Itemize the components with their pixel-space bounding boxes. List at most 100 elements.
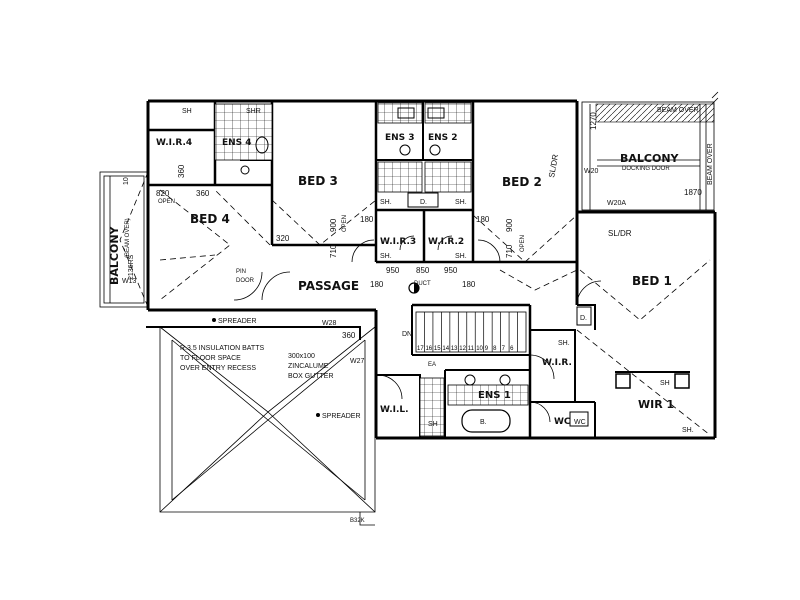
wc-pan-label: WC — [574, 419, 586, 426]
room-bed-3: BED 3 — [298, 174, 338, 188]
balcony-sub-label: (BEAM OVER) — [125, 218, 131, 258]
open-label-1: OPEN — [158, 199, 175, 205]
annotations: BEAM OVER BEAM OVER DOCKING DOOR SL/DR S… — [122, 107, 714, 524]
beam-over-label: BEAM OVER — [657, 107, 699, 114]
stair-step-number: 7 — [502, 346, 506, 352]
dim-180-d: 180 — [462, 280, 476, 289]
spreader-label-2: SPREADER — [322, 413, 361, 420]
sl-dr-label-2: SL/DR — [608, 229, 632, 238]
door-swings — [233, 235, 602, 423]
gutter-note-3: BOX GUTTER — [288, 373, 334, 380]
docking-door-label: DOCKING DOOR — [622, 166, 670, 172]
window-w13-label: W13 — [122, 278, 137, 285]
stair-step-number: 12 — [459, 346, 466, 352]
window-w28-label: W28 — [322, 320, 337, 327]
room-labels: BED 1 BED 2 BED 3 BED 4 PASSAGE BALCONY … — [108, 133, 680, 427]
room-bed-2: BED 2 — [502, 175, 542, 189]
stair-step-number: 16 — [425, 346, 432, 352]
room-wil: W.I.L. — [380, 405, 409, 415]
gutter-note-1: 300x100 — [288, 353, 315, 360]
room-wir-1: WIR 1 — [638, 398, 674, 411]
dim-850: 850 — [416, 266, 430, 275]
bath-label: B. — [480, 419, 487, 426]
dim-10: 10 — [123, 177, 130, 185]
dimensions: 820 360 360 360 320 710 900 710 900 180 … — [123, 112, 702, 340]
entry-roof — [159, 318, 376, 526]
shower-label-9: SH. — [455, 253, 467, 260]
room-ens-3: ENS 3 — [385, 133, 415, 143]
stair-step-number: 15 — [434, 346, 441, 352]
shower-label-5: SH. — [558, 340, 570, 347]
pin-door-label-2: DOOR — [236, 278, 255, 284]
stair-step-number: 17 — [417, 346, 424, 352]
stair-step-number: 13 — [451, 346, 458, 352]
pin-door-label: PIN — [236, 269, 246, 275]
room-wir-4: W.I.R.4 — [156, 138, 192, 148]
stair-step-number: 8 — [493, 346, 497, 352]
dim-180-b: 180 — [476, 215, 490, 224]
shower-label-6: SH. — [682, 427, 694, 434]
tiled-areas — [214, 102, 529, 437]
roof-lines — [159, 189, 711, 436]
spreader-label-1: SPREADER — [218, 318, 257, 325]
room-balcony-left: BALCONY — [108, 225, 121, 285]
shr-label: SHR — [246, 108, 261, 115]
shower-label-1: SH — [182, 108, 192, 115]
window-2136rs-label: 2136RS — [128, 254, 135, 280]
room-bed-4: BED 4 — [190, 212, 230, 226]
dim-820: 820 — [156, 189, 170, 198]
room-bed-1: BED 1 — [632, 274, 672, 288]
stair-step-number: 11 — [468, 346, 475, 352]
open-label-2: OPEN — [342, 215, 348, 232]
dim-1270: 1270 — [589, 112, 598, 130]
room-ens-4: ENS 4 — [222, 138, 252, 148]
duct-label: DUCT — [414, 281, 431, 287]
room-passage: PASSAGE — [298, 279, 359, 293]
room-wir-3: W.I.R.3 — [380, 237, 416, 247]
dim-1870: 1870 — [684, 188, 702, 197]
room-ens-1: ENS 1 — [478, 390, 511, 401]
fixtures — [240, 107, 592, 433]
window-w20-label: W20 — [584, 168, 599, 175]
gutter-note-2: ZINCALUME — [288, 363, 329, 370]
stair-step-number: 9 — [485, 346, 489, 352]
room-wir-2: W.I.R.2 — [428, 237, 464, 247]
shower-label-4: SH — [660, 380, 670, 387]
duct-cupboard-label: D. — [420, 199, 427, 206]
window-w20a-label: W20A — [607, 200, 626, 207]
insulation-note-3: OVER ENTRY RECESS — [180, 365, 256, 372]
dim-710-b: 710 — [505, 244, 514, 258]
dim-900-b: 900 — [505, 218, 514, 232]
dim-950-b: 950 — [444, 266, 458, 275]
shower-label-7: SH. — [380, 253, 392, 260]
shower-label-2: SH. — [380, 199, 392, 206]
stair-step-number: 14 — [442, 346, 449, 352]
room-wc: WC — [554, 417, 571, 427]
insulation-note-2: TO FLOOR SPACE — [180, 355, 241, 362]
right-balcony — [581, 101, 715, 211]
beam-over-side-label: BEAM OVER — [707, 143, 714, 185]
insulation-note-1: R.3.5 INSULATION BATTS — [180, 345, 264, 352]
room-balcony-right: BALCONY — [620, 152, 680, 165]
dim-320: 320 — [276, 234, 290, 243]
shower-label-8: SH — [428, 421, 438, 428]
open-label-3: OPEN — [520, 235, 526, 252]
cupboard-label: D. — [580, 315, 587, 322]
dim-180-c: 180 — [370, 280, 384, 289]
dim-360-b: 360 — [177, 164, 186, 178]
window-w27-label: W27 — [350, 358, 365, 365]
stair-step-number: 10 — [476, 346, 483, 352]
shower-label-3: SH. — [455, 199, 467, 206]
sl-dr-label-1: SL/DR — [547, 153, 560, 178]
dim-900-a: 900 — [329, 218, 338, 232]
exhaust-label: EA — [428, 362, 436, 368]
room-ens-2: ENS 2 — [428, 133, 458, 143]
b32k-label: B32K — [350, 518, 365, 524]
dim-180-a: 180 — [360, 215, 374, 224]
dim-950-a: 950 — [386, 266, 400, 275]
dim-360-c: 360 — [342, 331, 356, 340]
dim-360-a: 360 — [196, 189, 210, 198]
room-wir: W.I.R. — [542, 358, 572, 368]
